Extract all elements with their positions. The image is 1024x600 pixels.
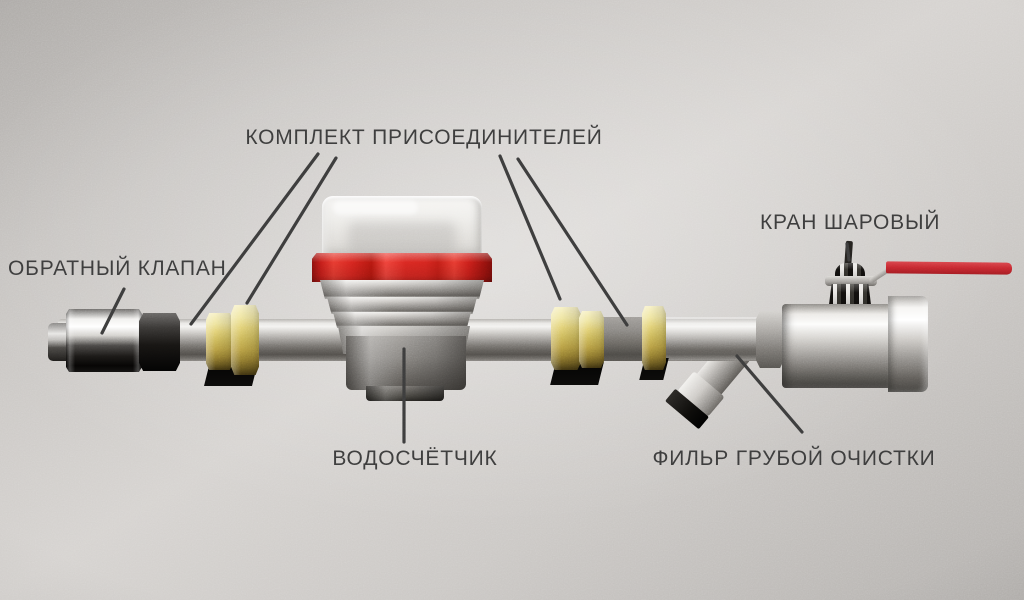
brass-union-nut	[206, 313, 233, 370]
ball-valve-body	[782, 304, 896, 388]
label-connector-kit: КОМПЛЕКТ ПРИСОЕДИНИТЕЛЕЙ	[245, 126, 603, 149]
water-meter-ring	[320, 280, 484, 299]
cap-inner-shadow	[347, 222, 457, 255]
water-meter-red-band	[312, 253, 492, 282]
water-meter-lower-body	[346, 336, 466, 390]
label-water-meter: ВОДОСЧЁТЧИК	[332, 447, 498, 470]
water-meter-foot	[366, 386, 444, 401]
water-meter-cap	[322, 196, 482, 258]
leader-connector-kit-left-1	[189, 152, 320, 326]
brass-union-nut	[231, 305, 259, 375]
leader-connector-kit-right-2	[516, 157, 629, 327]
pipe-outlet-segment	[664, 317, 760, 360]
ball-valve-coupling-nut	[756, 311, 784, 368]
leader-connector-kit-right-1	[498, 154, 562, 301]
brass-union-nut	[579, 311, 604, 368]
pipe-union-segment	[598, 317, 648, 361]
water-meter-ring	[333, 312, 471, 328]
ball-valve-end-cap	[888, 296, 928, 392]
label-strainer: ФИЛЬР ГРУБОЙ ОЧИСТКИ	[652, 447, 936, 470]
ball-valve-red-handle	[885, 261, 1013, 275]
brass-union-nut	[642, 306, 666, 370]
label-ball-valve: КРАН ШАРОВЫЙ	[760, 211, 941, 234]
check-valve-nut	[139, 313, 180, 371]
cap-gloss-highlight	[333, 200, 418, 216]
label-check-valve: ОБРАТНЫЙ КЛАПАН	[8, 257, 227, 280]
brass-union-nut	[551, 307, 581, 370]
water-meter-ring	[327, 297, 477, 314]
check-valve-body	[66, 309, 142, 372]
